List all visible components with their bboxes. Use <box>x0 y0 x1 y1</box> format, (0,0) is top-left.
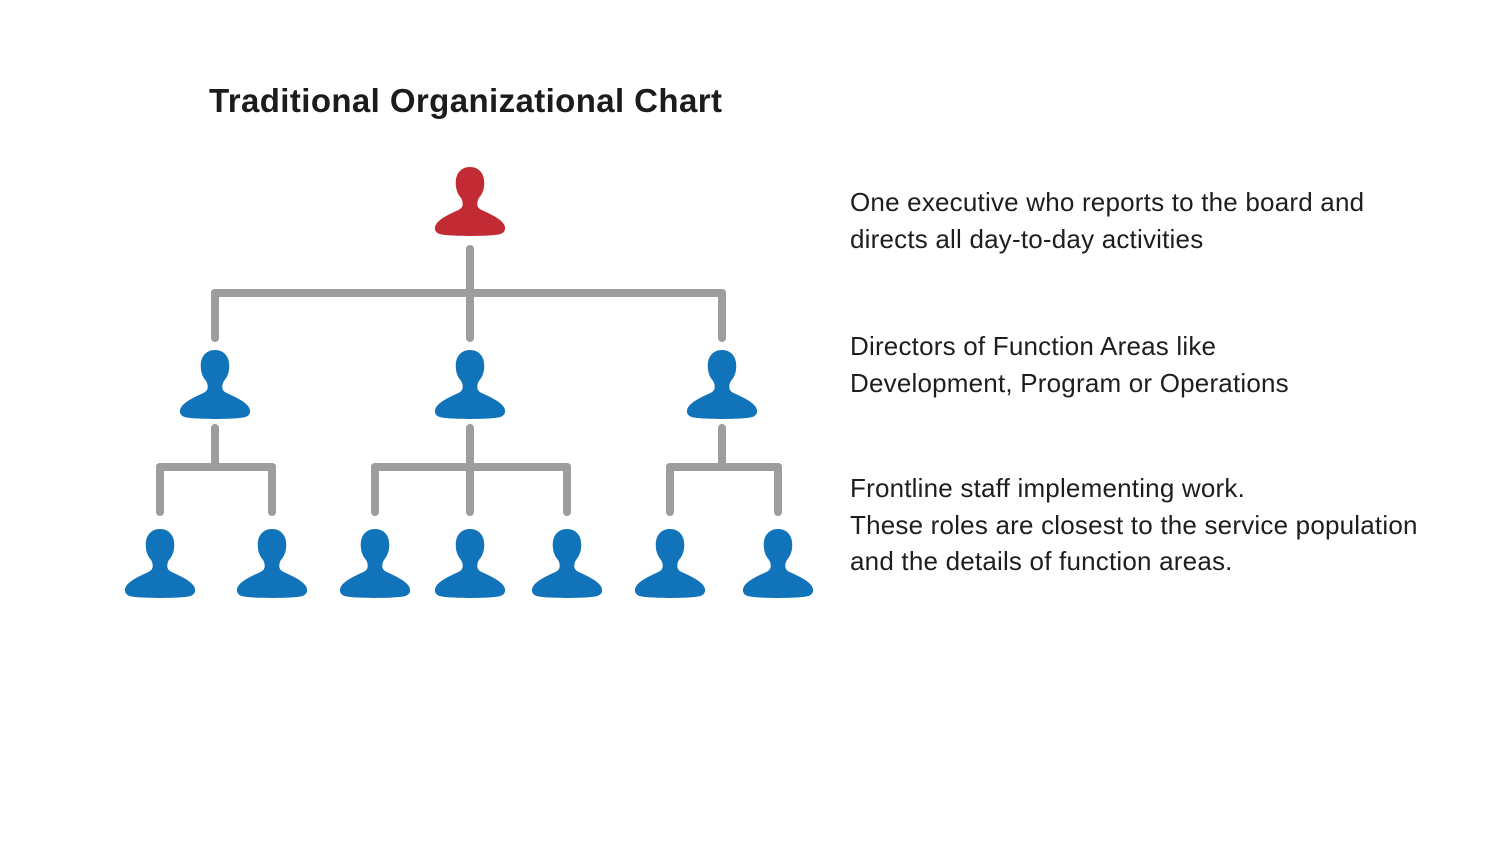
person-silhouette-icon-staff <box>236 529 308 598</box>
annotation-executive: One executive who reports to the board a… <box>850 187 1365 254</box>
person-silhouette-icon-staff <box>742 529 814 598</box>
person-silhouette-icon-staff <box>339 529 411 598</box>
person-silhouette-icon-staff <box>531 529 603 598</box>
person-silhouette-icon-staff <box>434 529 506 598</box>
annotation-frontline-staff: Frontline staff implementing work. These… <box>850 473 1418 576</box>
person-icons <box>124 167 814 598</box>
person-silhouette-icon-director <box>434 350 506 419</box>
person-silhouette-icon-executive <box>434 167 506 236</box>
connector-lines <box>156 245 782 516</box>
person-silhouette-icon-staff <box>124 529 196 598</box>
person-silhouette-icon-director <box>686 350 758 419</box>
annotation-directors: Directors of Function Areas like Develop… <box>850 331 1289 398</box>
person-silhouette-icon-director <box>179 350 251 419</box>
person-silhouette-icon-staff <box>634 529 706 598</box>
page-title: Traditional Organizational Chart <box>209 82 723 119</box>
